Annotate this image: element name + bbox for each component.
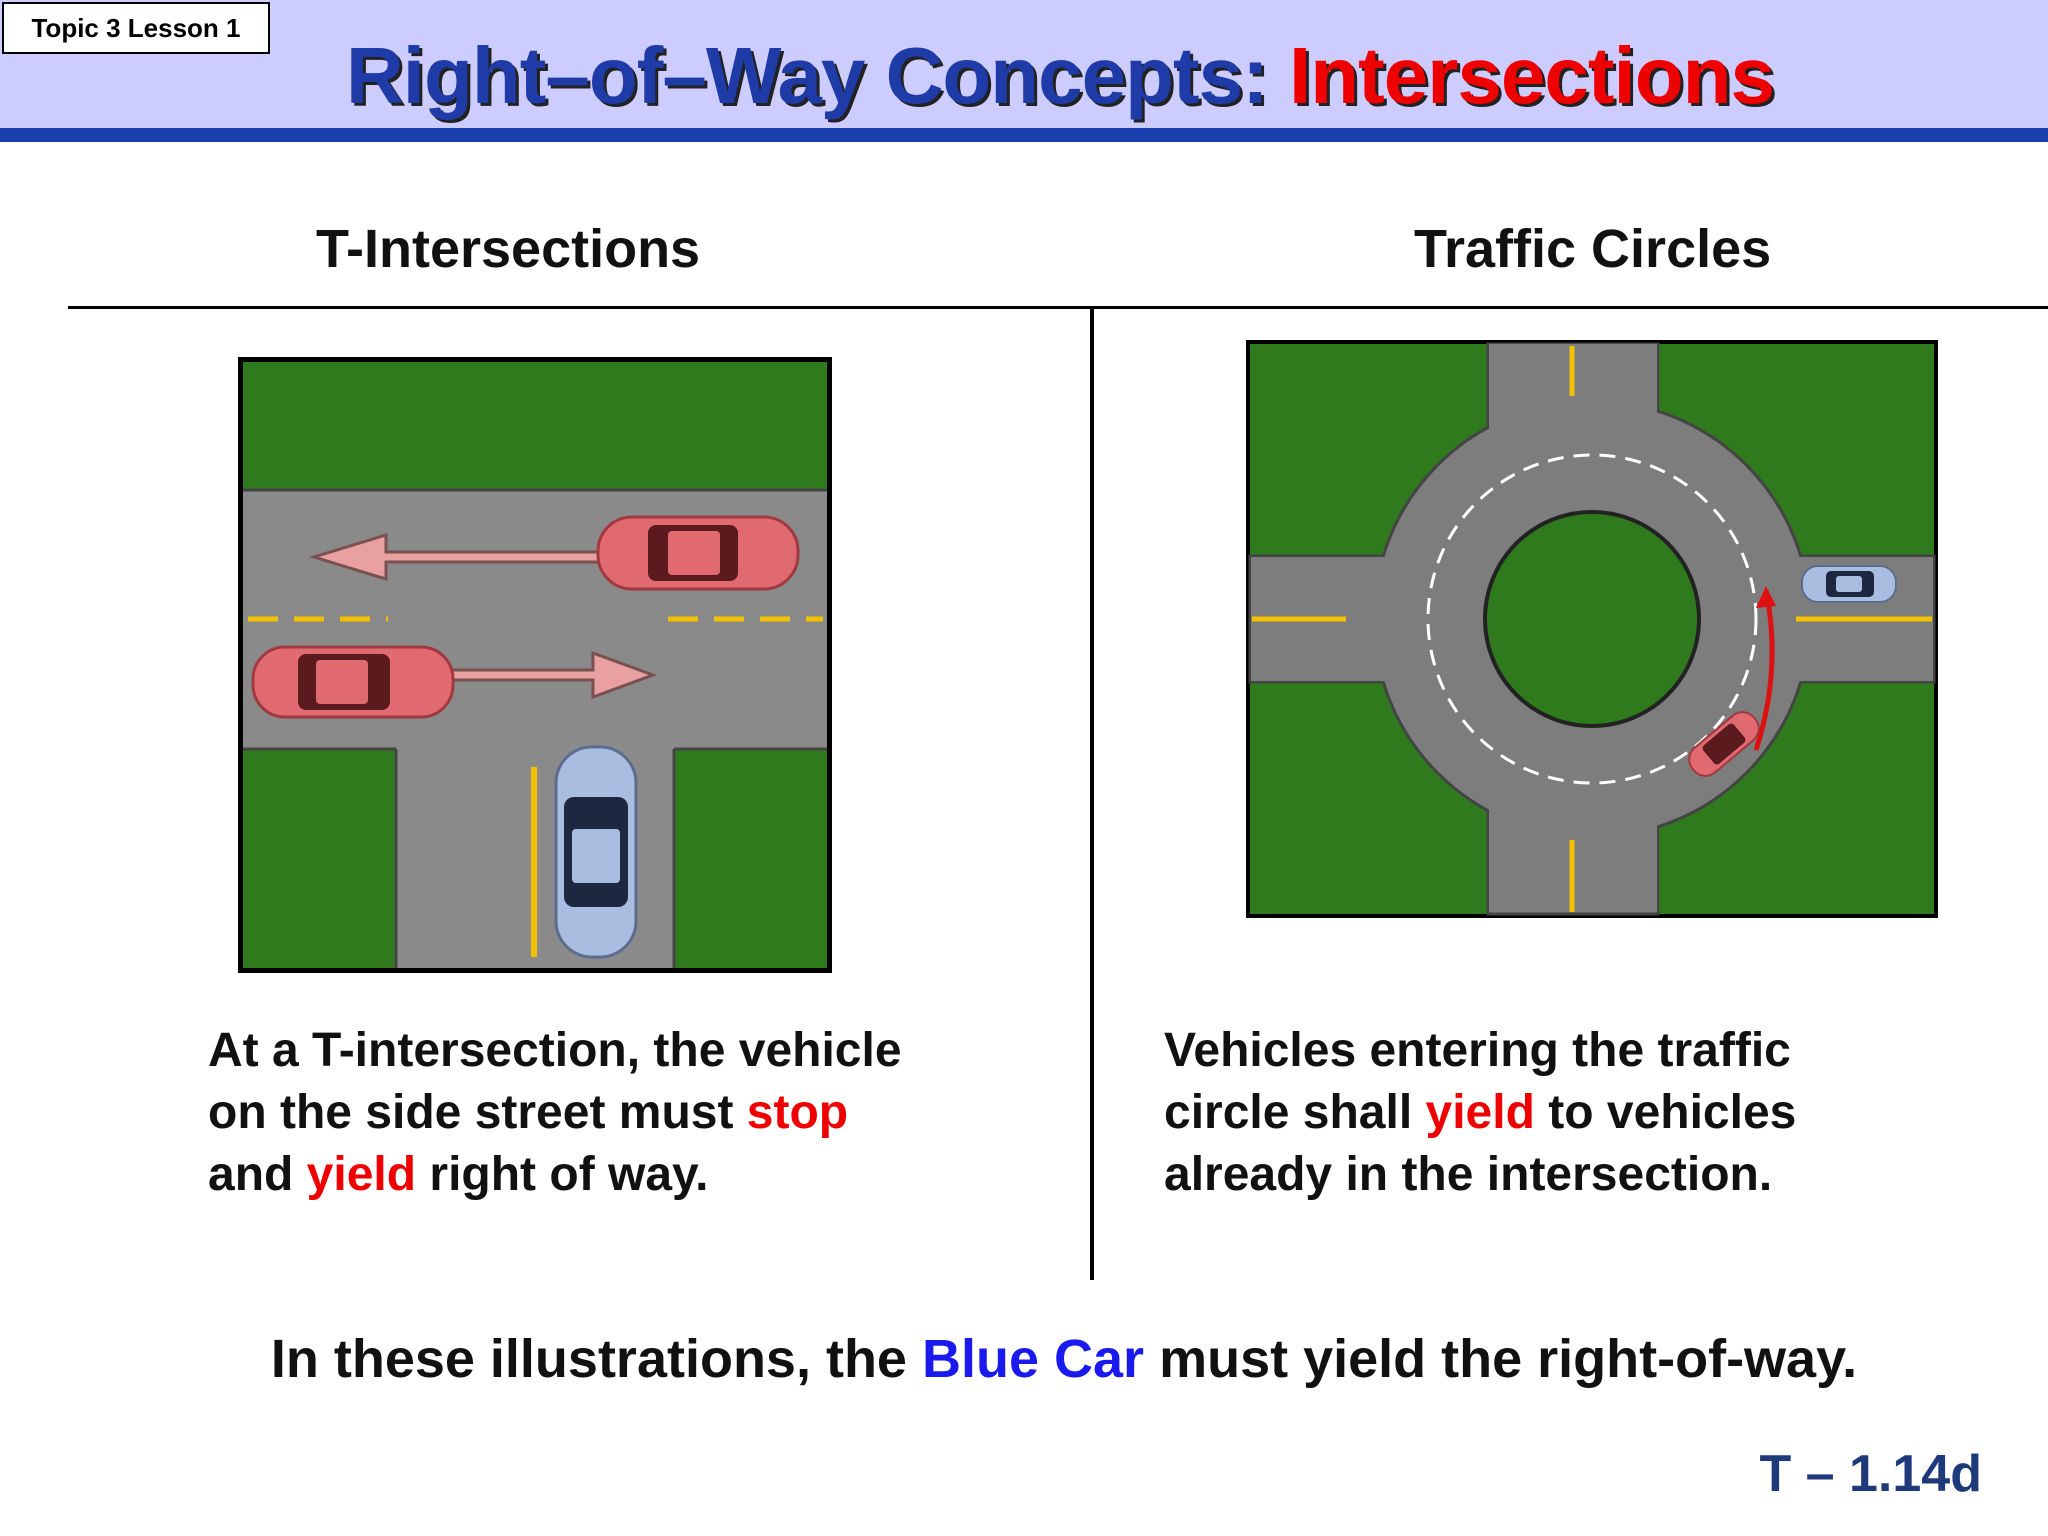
- slide-number: T – 1.14d: [1759, 1445, 1982, 1503]
- red-car-icon: [596, 515, 800, 591]
- grass-bottom-left: [243, 749, 396, 968]
- t-rule-line-1: At a T-intersection, the vehicle: [208, 1024, 902, 1077]
- heading-traffic-circles: Traffic Circles: [1414, 219, 1772, 279]
- summary-text-start: In these illustrations, the: [270, 1329, 922, 1389]
- traffic-circle-rule: Vehicles entering the traffic circle sha…: [1164, 1020, 1796, 1206]
- arrow-up-icon: [1753, 589, 1775, 751]
- lane-markings: [248, 616, 823, 957]
- grass-bottom-right: [674, 749, 827, 968]
- vertical-divider: [1090, 306, 1094, 1280]
- title-main: Right–of–Way Concepts:: [346, 31, 1290, 120]
- lane-circle-marking: [1426, 453, 1758, 785]
- circle-rule-line-3: already in the intersection.: [1164, 1148, 1773, 1201]
- header-bar: [0, 0, 2048, 128]
- traffic-circle-illustration: [1246, 340, 1938, 918]
- header-rule: [0, 128, 2048, 142]
- keyword-yield: yield: [1425, 1086, 1535, 1139]
- keyword-stop: stop: [746, 1086, 849, 1139]
- horizontal-divider: [68, 306, 2048, 309]
- summary-text-end: must yield the right-of-way.: [1144, 1329, 1858, 1389]
- grass-top: [243, 362, 827, 490]
- circle-rule-line-2-tail: to vehicles: [1534, 1086, 1797, 1139]
- blue-car-icon: [1801, 565, 1897, 603]
- red-car-icon: [1688, 711, 1760, 777]
- circle-rule-line-2: circle shall yield to vehicles: [1164, 1082, 1796, 1144]
- t-intersection-rule: At a T-intersection, the vehicle on the …: [208, 1020, 902, 1206]
- title-highlight: Intersections: [1289, 31, 1775, 120]
- lesson-tag: Topic 3 Lesson 1: [2, 2, 270, 54]
- summary-statement: In these illustrations, the Blue Car mus…: [0, 1328, 2048, 1390]
- t-rule-line-3-tail: right of way.: [416, 1148, 709, 1201]
- blue-car-icon: [554, 745, 638, 959]
- page-title: Right–of–Way Concepts: Intersections: [0, 28, 2048, 124]
- lane-markings: [1252, 346, 1932, 912]
- heading-t-intersections: T-Intersections: [316, 219, 701, 279]
- t-rule-line-3-text: and: [208, 1148, 307, 1201]
- t-rule-line-2: on the side street must stop: [208, 1082, 902, 1144]
- keyword-blue-car: Blue Car: [921, 1329, 1145, 1389]
- t-rule-line-3: and yield right of way.: [208, 1144, 902, 1206]
- keyword-yield: yield: [306, 1148, 417, 1201]
- red-car-icon: [251, 645, 455, 719]
- t-rule-line-2-text: on the side street must: [208, 1086, 747, 1139]
- center-island: [1483, 510, 1701, 728]
- circle-rule-line-2-text: circle shall: [1164, 1086, 1426, 1139]
- t-intersection-illustration: [238, 357, 832, 973]
- circle-rule-line-1: Vehicles entering the traffic: [1164, 1024, 1791, 1077]
